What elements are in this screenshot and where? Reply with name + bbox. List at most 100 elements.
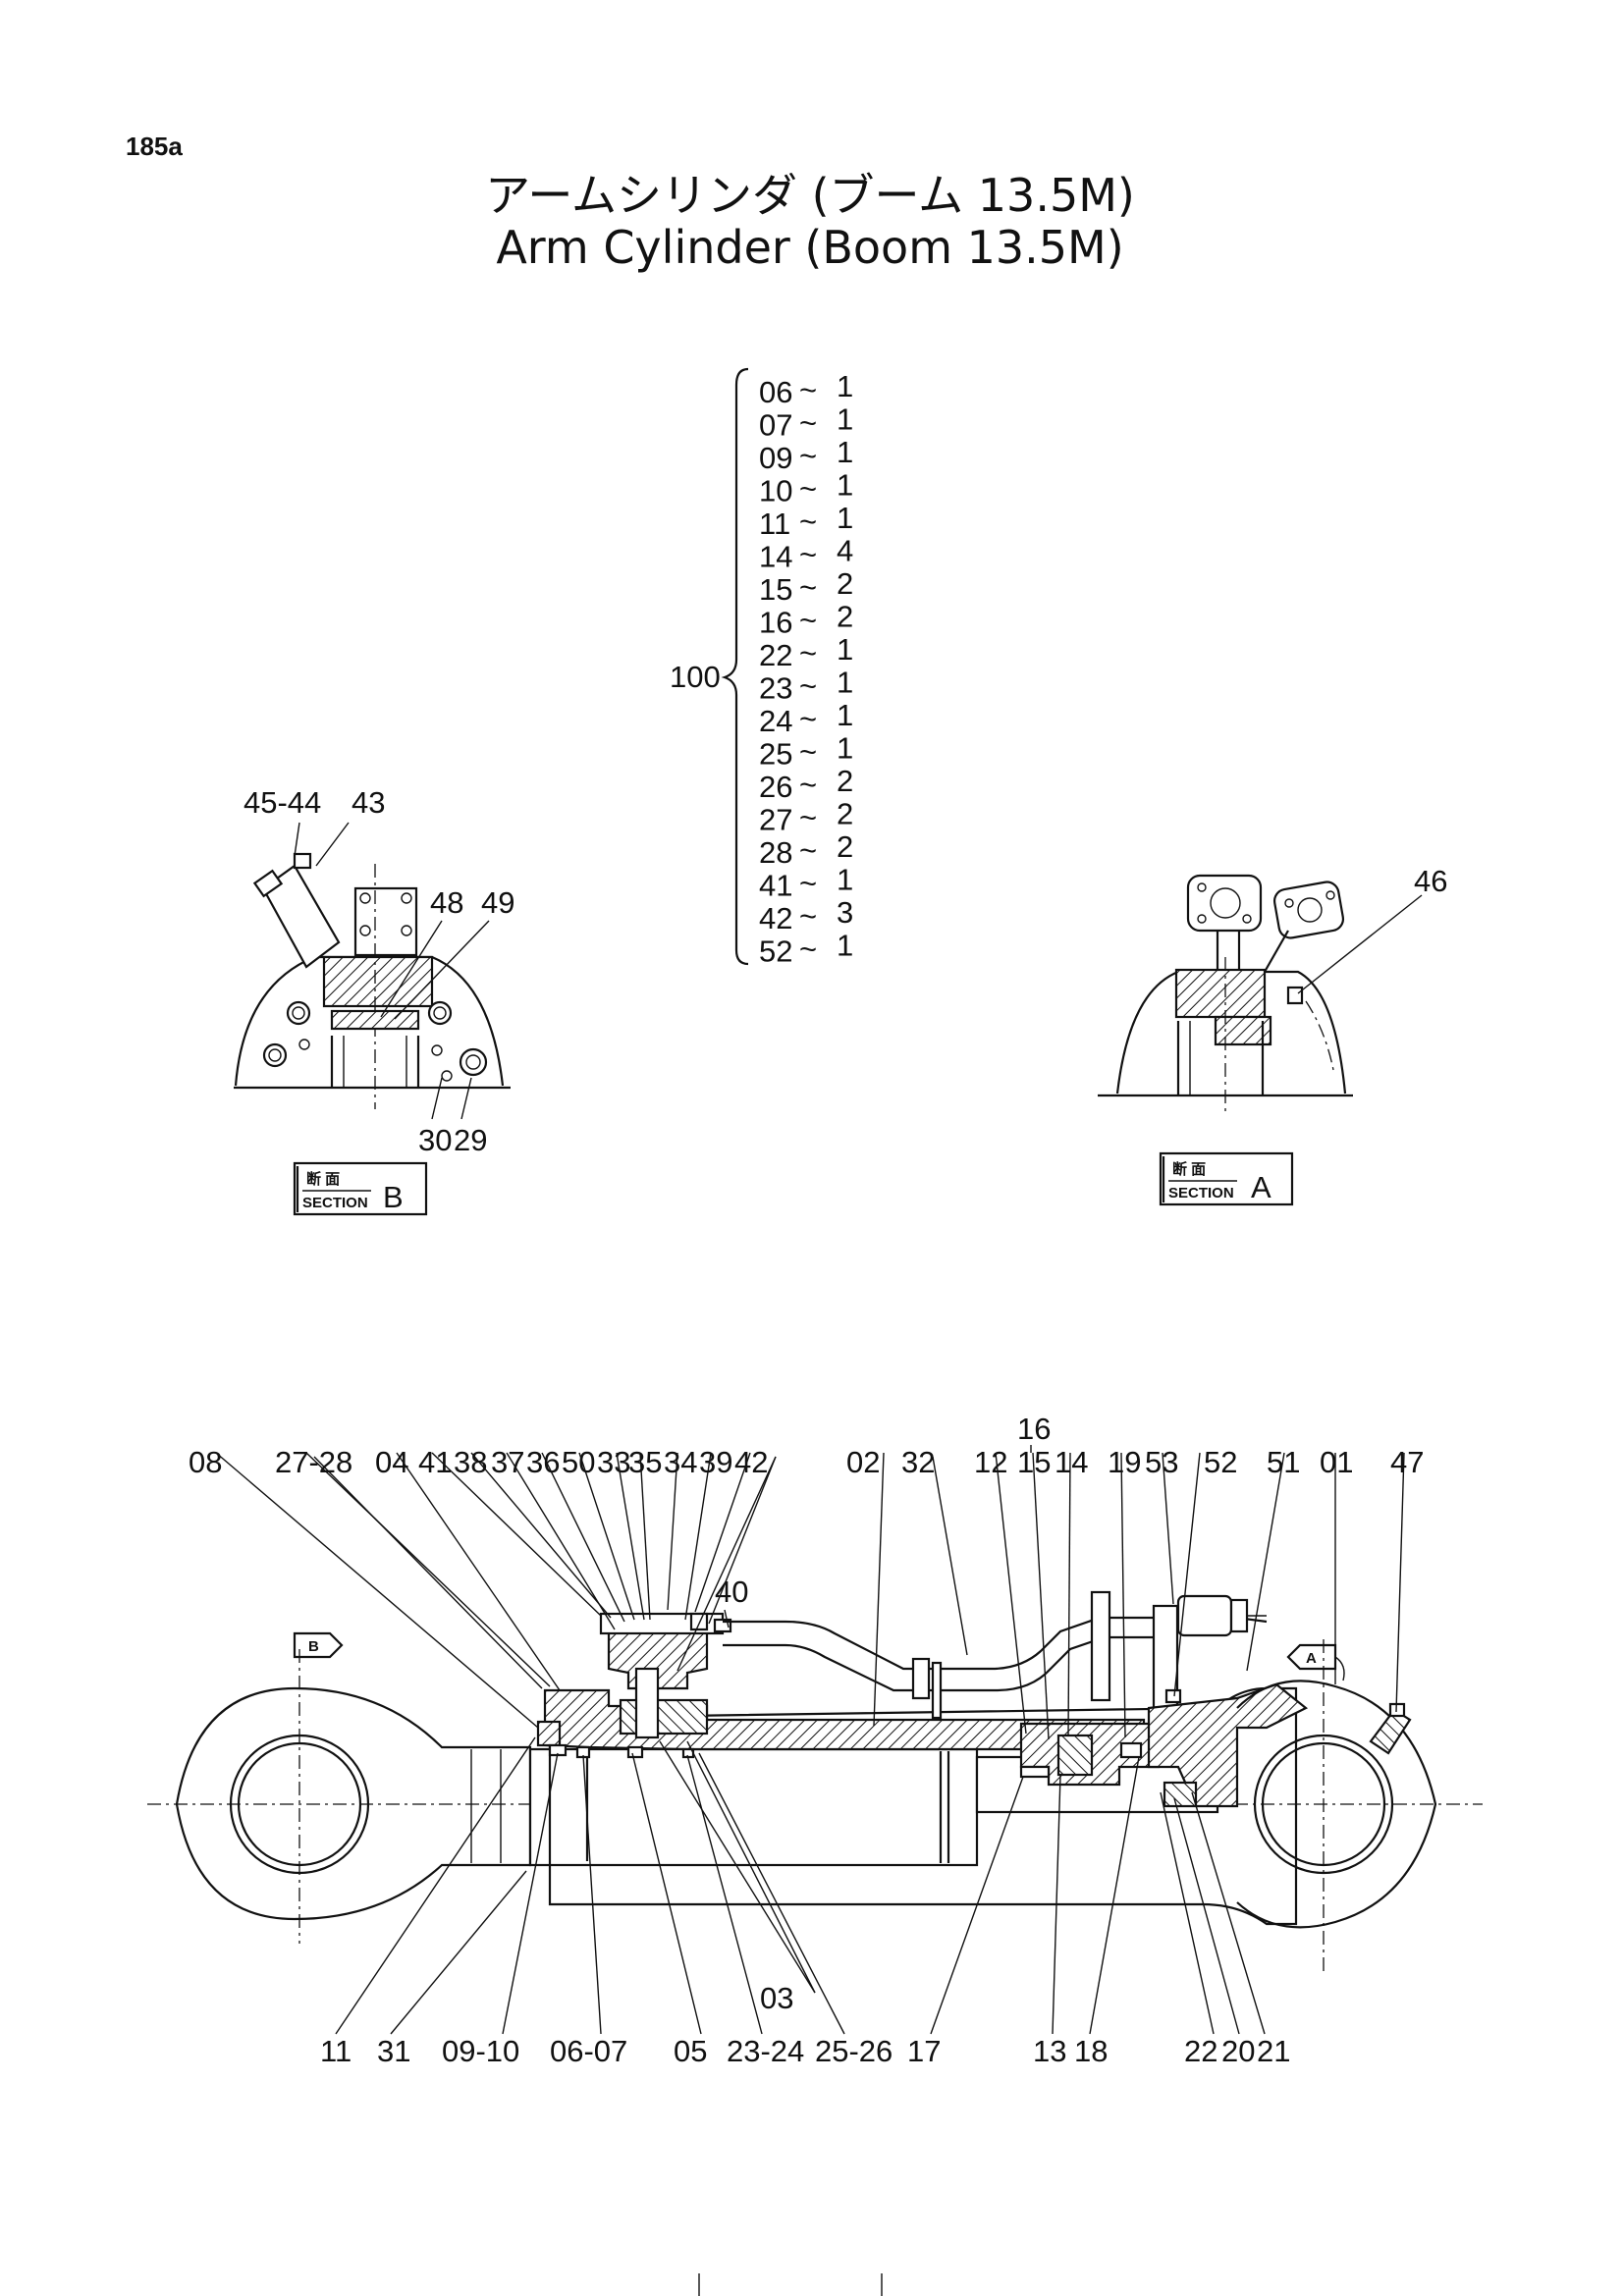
kit-item-qty: 4: [837, 534, 853, 568]
callout-19: 19: [1108, 1445, 1141, 1479]
callout-15: 15: [1017, 1445, 1051, 1479]
title-english: Arm Cylinder (Boom 13.5M): [496, 221, 1123, 274]
section-a-kanji: 断 面: [1172, 1160, 1206, 1178]
kit-item-part: 07: [759, 408, 792, 443]
kit-item-part: 27: [759, 803, 792, 837]
section-a-flange-left: [1186, 874, 1263, 933]
section-b-view: 45-44 43 48 49 30 29 断 面 SECTION B: [234, 785, 514, 1216]
callout-33: 33: [597, 1445, 630, 1479]
callout-21: 21: [1257, 2034, 1290, 2068]
callout-01: 01: [1320, 1445, 1353, 1479]
kit-item-qty: 1: [837, 929, 853, 963]
kit-item-tilde: ~: [799, 702, 817, 736]
callout-25-26: 25-26: [815, 2034, 893, 2068]
kit-item-tilde: ~: [799, 604, 817, 638]
kit-item-part: 16: [759, 606, 792, 640]
kit-item-qty: 2: [837, 764, 853, 798]
kit-item-qty: 1: [837, 666, 853, 700]
callout-14: 14: [1055, 1445, 1088, 1479]
callout-40: 40: [715, 1575, 748, 1609]
kit-item-part: 11: [759, 507, 790, 541]
kit-item-tilde: ~: [799, 735, 817, 770]
kit-item-part: 10: [759, 474, 792, 508]
kit-item-tilde: ~: [799, 933, 817, 967]
kit-item-qty: 2: [837, 829, 853, 864]
rod-eye: [175, 1686, 532, 1921]
piston-rod: [528, 1747, 979, 1867]
kit-item-qty: 1: [837, 863, 853, 897]
kit-item-part: 15: [759, 572, 792, 607]
kit-item-qty: 1: [837, 402, 853, 437]
kit-item-qty: 2: [837, 797, 853, 831]
kit-item-part: 52: [759, 934, 792, 969]
section-b-kanji: 断 面: [306, 1170, 340, 1188]
kit-item-tilde: ~: [799, 406, 817, 441]
callout-46: 46: [1414, 864, 1447, 898]
callout-49: 49: [481, 885, 514, 920]
kit-item-tilde: ~: [799, 669, 817, 704]
section-b-letter: B: [383, 1180, 404, 1214]
kit-number: 100: [670, 660, 721, 694]
kit-item-qty: 1: [837, 468, 853, 503]
kit-item-qty: 3: [837, 895, 853, 930]
kit-item-tilde: ~: [799, 538, 817, 572]
bottom-leaders: [335, 1736, 1266, 2035]
kit-item-part: 06: [759, 375, 792, 409]
section-b-angled-port: [261, 864, 341, 969]
callout-45-44: 45-44: [243, 785, 321, 820]
section-a-flange-right: [1272, 881, 1345, 939]
callout-37: 37: [491, 1445, 524, 1479]
valve-block: [607, 1628, 709, 1690]
kit-brace: [721, 367, 749, 966]
kit-item-tilde: ~: [799, 373, 817, 407]
callout-16: 16: [1017, 1412, 1051, 1446]
kit-item-part: 09: [759, 441, 792, 475]
callout-11: 11: [320, 2034, 352, 2068]
callout-39: 39: [699, 1445, 732, 1479]
callout-27-28: 27-28: [275, 1445, 352, 1479]
kit-item-qty: 2: [837, 600, 853, 634]
kit-item-qty: 1: [837, 369, 853, 403]
kit-item-qty: 1: [837, 632, 853, 667]
callout-30: 30: [418, 1123, 452, 1157]
kit-item-qty: 1: [837, 501, 853, 535]
callout-20: 20: [1221, 2034, 1255, 2068]
scan-marks: [698, 2273, 883, 2296]
callout-22: 22: [1184, 2034, 1217, 2068]
kit-item-part: 24: [759, 704, 792, 738]
kit-item-qty: 2: [837, 566, 853, 601]
callout-36: 36: [526, 1445, 560, 1479]
kit-item-qty: 1: [837, 698, 853, 732]
callout-03: 03: [760, 1981, 793, 2015]
callout-02: 02: [846, 1445, 880, 1479]
callout-34: 34: [664, 1445, 697, 1479]
kit-item-part: 41: [759, 869, 792, 903]
callout-04: 04: [375, 1445, 408, 1479]
kit-item-tilde: ~: [799, 768, 817, 802]
callout-09-10: 09-10: [442, 2034, 519, 2068]
callout-50: 50: [562, 1445, 595, 1479]
kit-item-tilde: ~: [799, 899, 817, 934]
callout-17: 17: [907, 2034, 941, 2068]
callout-12: 12: [974, 1445, 1007, 1479]
callout-31: 31: [377, 2034, 410, 2068]
kit-item-part: 14: [759, 540, 792, 574]
kit-item-qty: 1: [837, 731, 853, 766]
section-b-word: SECTION: [302, 1195, 368, 1211]
kit-item-part: 26: [759, 770, 792, 804]
page-number: 185a: [126, 132, 183, 161]
kit-item-tilde: ~: [799, 801, 817, 835]
callout-29: 29: [454, 1123, 487, 1157]
kit-item-part: 22: [759, 638, 792, 672]
kit-item-tilde: ~: [799, 570, 817, 605]
kit-rows: 06~107~109~110~111~114~415~216~222~123~1…: [759, 369, 853, 969]
callout-18: 18: [1074, 2034, 1108, 2068]
section-a-letter: A: [1251, 1170, 1271, 1204]
kit-item-tilde: ~: [799, 833, 817, 868]
callout-53: 53: [1145, 1445, 1178, 1479]
kit-item-tilde: ~: [799, 636, 817, 670]
callout-05: 05: [674, 2034, 707, 2068]
bottom-eye: [1236, 1680, 1437, 1929]
kit-item-qty: 1: [837, 435, 853, 469]
